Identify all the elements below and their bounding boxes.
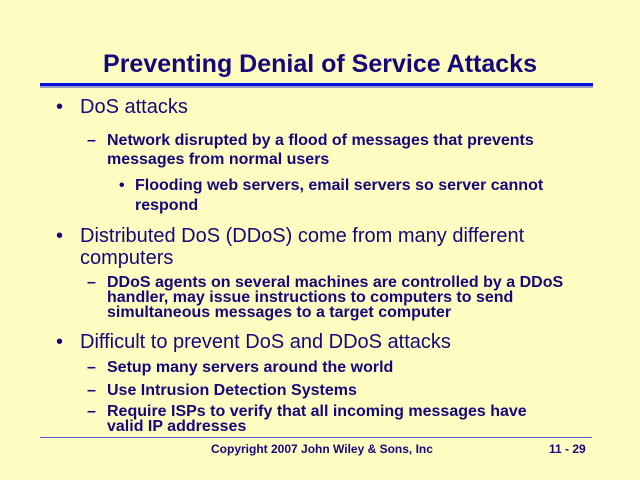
footer-divider [40, 437, 592, 438]
dash-icon: – [87, 132, 96, 149]
bullet-text: Difficult to prevent DoS and DDoS attack… [80, 331, 451, 353]
sub-bullet-item: – Use Intrusion Detection Systems [87, 381, 357, 400]
footer-page-number: 11 - 29 [549, 442, 586, 456]
sub-sub-bullet-item: • Flooding web servers, email servers so… [119, 176, 544, 216]
bullet-text: DoS attacks [80, 96, 188, 118]
bullet-text: Setup many servers around the world [107, 359, 394, 376]
sub-bullet-item: – Setup many servers around the world [87, 358, 394, 377]
title-divider [40, 83, 593, 86]
bullet-text: Use Intrusion Detection Systems [107, 382, 357, 399]
dash-icon: – [87, 382, 96, 399]
bullet-text: messages from normal users [107, 151, 330, 168]
dash-icon: – [87, 359, 96, 376]
sub-bullet-item: – DDoS agents on several machines are co… [87, 274, 564, 321]
bullet-text: computers [80, 247, 174, 269]
bullet-icon: • [119, 177, 125, 194]
bullet-item: • DoS attacks [56, 96, 188, 118]
sub-bullet-item: – Network disrupted by a flood of messag… [87, 131, 534, 169]
bullet-text: valid IP addresses [107, 418, 247, 435]
bullet-item: • Difficult to prevent DoS and DDoS atta… [56, 331, 451, 353]
bullet-icon: • [56, 331, 64, 353]
slide-title: Preventing Denial of Service Attacks [103, 50, 537, 78]
sub-bullet-item: – Require ISPs to verify that all incomi… [87, 403, 527, 435]
bullet-item: • Distributed DoS (DDoS) come from many … [56, 225, 525, 269]
bullet-text: handler, may issue instructions to compu… [107, 289, 514, 306]
dash-icon: – [87, 274, 96, 291]
bullet-text: simultaneous messages to a target comput… [107, 304, 452, 321]
bullet-text: respond [135, 197, 199, 214]
footer-copyright: Copyright 2007 John Wiley & Sons, Inc [211, 442, 433, 456]
dash-icon: – [87, 403, 96, 420]
bullet-text: DDoS agents on several machines are cont… [107, 274, 564, 291]
bullet-text: Require ISPs to verify that all incoming… [107, 403, 527, 420]
bullet-text: Network disrupted by a flood of messages… [107, 132, 534, 149]
bullet-icon: • [56, 96, 64, 118]
bullet-text: Flooding web servers, email servers so s… [135, 177, 544, 194]
bullet-text: Distributed DoS (DDoS) come from many di… [80, 225, 525, 247]
bullet-icon: • [56, 225, 64, 247]
